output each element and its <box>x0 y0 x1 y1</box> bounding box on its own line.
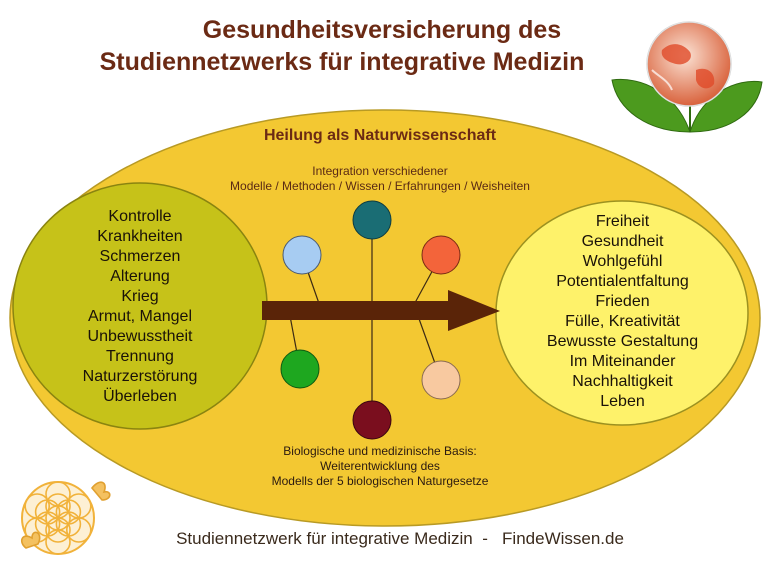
right-item: Gesundheit <box>581 233 664 250</box>
right-item: Fülle, Kreativität <box>565 313 680 330</box>
integration-text: Integration verschiedener Modelle / Meth… <box>180 164 580 194</box>
right-item: Im Miteinander <box>569 353 676 370</box>
left-item: Überleben <box>103 388 177 405</box>
left-item: Trennung <box>106 348 174 365</box>
right-circle <box>495 200 749 426</box>
left-item: Armut, Mangel <box>87 308 193 325</box>
node-orange <box>421 235 461 275</box>
basis-line: Biologische und medizinische Basis: <box>283 444 477 458</box>
right-item: Frieden <box>595 293 650 310</box>
node-maroon <box>352 400 392 440</box>
right-item: Bewusste Gestaltung <box>546 333 699 350</box>
basis-line: Modells der 5 biologischen Naturgesetze <box>271 474 489 488</box>
right-circle-list: Freiheit Gesundheit Wohlgefühl Potential… <box>500 212 745 412</box>
left-item: Alterung <box>110 268 170 285</box>
left-item: Krieg <box>121 288 159 305</box>
globe-with-leaves-icon <box>611 21 763 133</box>
node-teal <box>352 200 392 240</box>
left-item: Kontrolle <box>108 208 172 225</box>
right-item: Leben <box>600 393 645 410</box>
basis-line: Weiterentwicklung des <box>320 459 440 473</box>
right-item: Wohlgefühl <box>582 253 663 270</box>
node-peach <box>421 360 461 400</box>
integration-line: Integration verschiedener <box>312 164 448 178</box>
right-item: Nachhaltigkeit <box>572 373 673 390</box>
right-item: Freiheit <box>595 213 650 230</box>
node-light-blue <box>282 235 322 275</box>
main-heading: Heilung als Naturwissenschaft <box>263 127 497 144</box>
arrow-icon <box>262 290 500 331</box>
left-item: Unbewusstheit <box>87 328 193 345</box>
node-green <box>280 349 320 389</box>
flower-of-life-butterflies-icon <box>20 481 111 555</box>
right-item: Potentialentfaltung <box>556 273 689 290</box>
left-item: Krankheiten <box>97 228 183 245</box>
basis-text: Biologische und medizinische Basis: Weit… <box>200 444 560 489</box>
left-item: Schmerzen <box>99 248 181 265</box>
title-line-2: Studiennetzwerks für integrative Medizin <box>99 48 585 76</box>
integration-line: Modelle / Methoden / Wissen / Erfahrunge… <box>230 179 530 193</box>
left-item: Naturzerstörung <box>82 368 198 385</box>
page-title: Gesundheitsversicherung des Studiennetzw… <box>0 14 764 78</box>
title-line-1: Gesundheitsversicherung des <box>202 16 562 44</box>
left-circle-list: Kontrolle Krankheiten Schmerzen Alterung… <box>55 207 225 407</box>
footer-text: Studiennetzwerk für integrative Medizin … <box>176 529 624 548</box>
